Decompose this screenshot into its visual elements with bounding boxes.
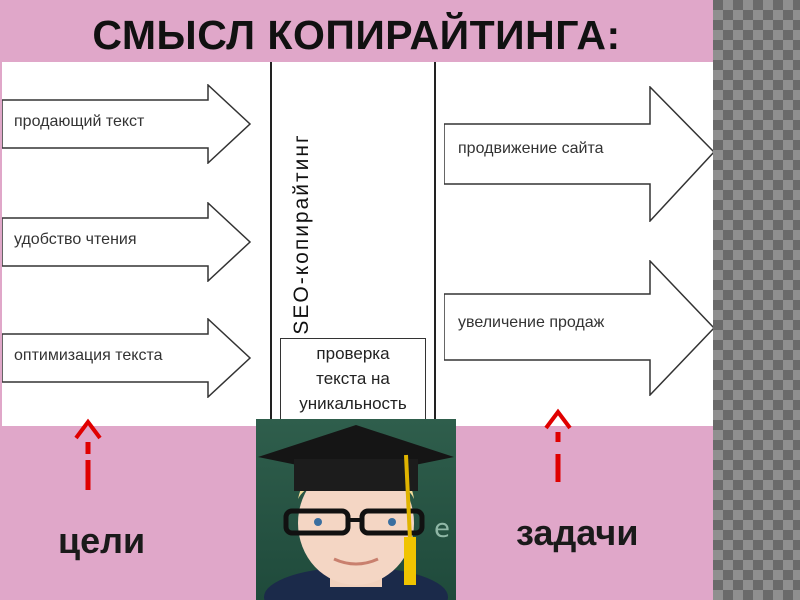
arrow-site-promotion: продвижение сайта — [444, 86, 716, 222]
arrow-readability: удобство чтения — [2, 202, 252, 282]
check-line: уникальность — [299, 394, 407, 413]
check-line: текста на — [316, 369, 390, 388]
up-arrow-icon — [542, 406, 574, 484]
caption-tasks: задачи — [516, 512, 639, 553]
arrow-selling-text: продающий текст — [2, 84, 252, 164]
caption-goals: цели — [58, 520, 146, 561]
slide-title: СМЫСЛ КОПИРАЙТИНГА: — [92, 12, 621, 58]
arrow-label: оптимизация текста — [14, 347, 163, 364]
arrow-label: продвижение сайта — [458, 140, 604, 157]
divider-left — [270, 62, 272, 426]
arrow-label: продающий текст — [14, 113, 145, 130]
divider-right — [434, 62, 436, 426]
decorative-pattern — [713, 0, 800, 600]
check-line: проверка — [316, 344, 390, 363]
arrow-optimization: оптимизация текста — [2, 318, 252, 398]
diagram-panel: продающий текст удобство чтения оптимиза… — [2, 62, 716, 428]
up-arrow-icon — [72, 416, 104, 492]
check-box: проверка текста на уникальность — [280, 338, 426, 428]
arrow-label: увеличение продаж — [458, 314, 605, 331]
slide: СМЫСЛ КОПИРАЙТИНГА: продающий текст удоб… — [2, 12, 716, 600]
svg-text:e: e — [434, 514, 450, 544]
seo-label: SEO-копирайтинг — [290, 133, 313, 335]
arrow-sales-growth: увеличение продаж — [444, 260, 716, 396]
arrow-label: удобство чтения — [14, 231, 137, 248]
photo-graduate-boy: e — [256, 419, 456, 600]
